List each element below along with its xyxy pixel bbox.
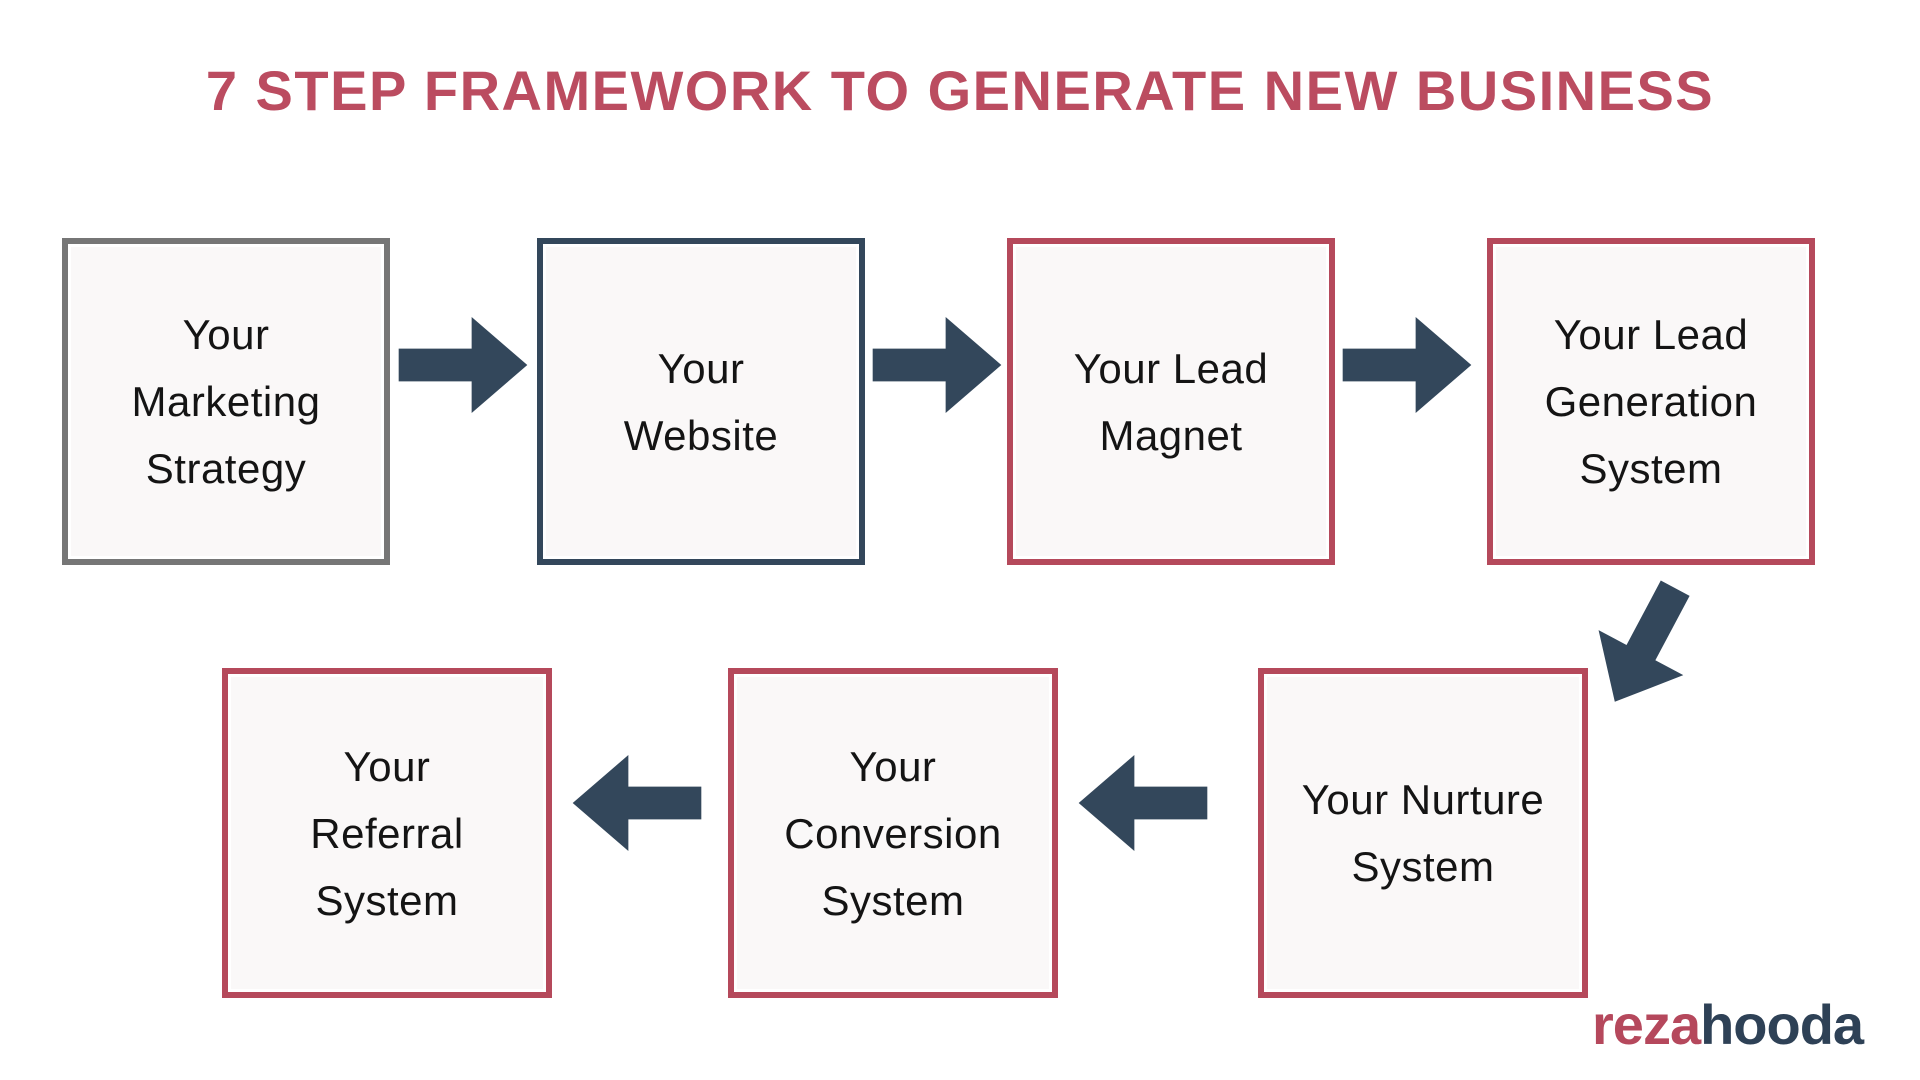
step-label: Your Lead Magnet <box>1073 344 1269 459</box>
step-box-lead-generation-system: Your Lead Generation System <box>1487 238 1815 565</box>
step-label: Your Lead Generation System <box>1544 311 1758 492</box>
step-box-lead-magnet: Your Lead Magnet <box>1007 238 1335 565</box>
arrow-down-left-icon <box>1572 565 1718 725</box>
brand-logo-hooda: hooda <box>1700 993 1864 1056</box>
step-label: Your Conversion System <box>784 742 1002 924</box>
step-label: Your Nurture System <box>1301 776 1545 890</box>
step-label: Your Website <box>623 344 779 459</box>
step-label: Your Referral System <box>310 742 464 924</box>
brand-logo-reza: reza <box>1592 993 1701 1056</box>
arrow-left-icon <box>572 755 702 851</box>
brand-logo: rezahooda <box>1592 992 1864 1057</box>
step-label: Your Marketing Strategy <box>131 311 321 492</box>
arrow-right-icon <box>872 317 1002 413</box>
step-box-website: Your Website <box>537 238 865 565</box>
arrow-right-icon <box>1342 317 1472 413</box>
arrow-left-icon <box>1078 755 1208 851</box>
page-title: 7 STEP FRAMEWORK TO GENERATE NEW BUSINES… <box>205 59 1715 122</box>
step-box-nurture-system: Your Nurture System <box>1258 668 1588 998</box>
step-box-referral-system: Your Referral System <box>222 668 552 998</box>
step-box-marketing-strategy: Your Marketing Strategy <box>62 238 390 565</box>
arrow-right-icon <box>398 317 528 413</box>
step-box-conversion-system: Your Conversion System <box>728 668 1058 998</box>
